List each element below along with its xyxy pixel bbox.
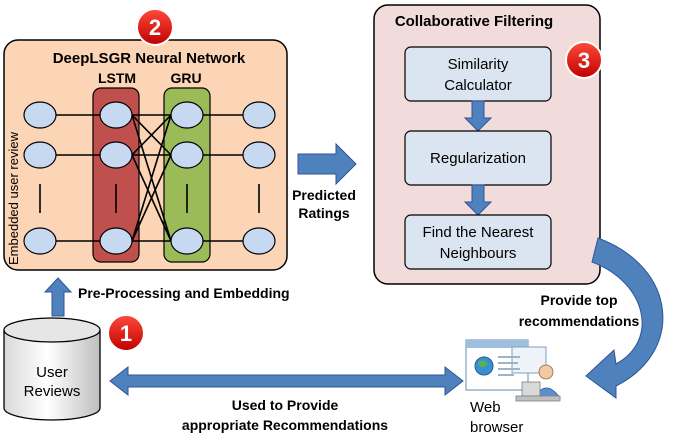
neural-network-panel: DeepLSGR Neural Network LSTM GRU Embedde… [3, 8, 288, 271]
network-connections [39, 114, 260, 242]
nn-title: DeepLSGR Neural Network [53, 50, 246, 67]
lstm-node [99, 141, 133, 169]
svg-text:Reviews: Reviews [24, 383, 81, 400]
badge-3: 3 [565, 41, 603, 79]
badge-2: 2 [136, 8, 174, 46]
output-node [242, 101, 276, 129]
curved-arrow-icon [585, 237, 664, 399]
svg-text:1: 1 [120, 321, 132, 346]
predicted-ratings-label: Ratings [298, 205, 350, 221]
input-node [23, 227, 57, 255]
gru-layer [163, 87, 211, 263]
lstm-node [99, 227, 133, 255]
up-arrow-icon [43, 277, 73, 317]
down-arrow-icon [463, 184, 493, 216]
svg-text:User: User [36, 364, 68, 381]
collaborative-filtering-panel: Collaborative Filtering Similarity Calcu… [373, 4, 603, 285]
preprocessing-label: Pre-Processing and Embedding [78, 285, 290, 301]
svg-text:Neighbours: Neighbours [440, 245, 517, 262]
badge-1: 1 [107, 314, 145, 352]
web-browser-label: browser [470, 419, 523, 436]
lstm-label: LSTM [98, 70, 136, 86]
down-arrow-icon [463, 100, 493, 132]
gru-node [170, 227, 204, 255]
embedded-review-label: Embedded user review [6, 131, 21, 265]
provide-top-label: recommendations [519, 313, 640, 329]
nearest-neighbours-box [404, 214, 552, 270]
web-browser-icon [465, 339, 561, 402]
output-node [242, 227, 276, 255]
svg-text:Find the Nearest: Find the Nearest [423, 224, 535, 241]
web-browser-label: Web [470, 399, 501, 416]
network-nodes [23, 101, 276, 255]
svg-text:2: 2 [149, 15, 161, 40]
svg-text:Similarity: Similarity [448, 56, 509, 73]
used-to-provide-label: Used to Provide [232, 397, 339, 413]
input-node [23, 101, 57, 129]
used-to-provide-label: appropriate Recommendations [182, 417, 388, 433]
right-arrow-icon [297, 142, 357, 186]
gru-label: GRU [170, 70, 201, 86]
gru-node [170, 141, 204, 169]
cf-title: Collaborative Filtering [395, 13, 553, 30]
double-arrow-icon [109, 365, 464, 397]
svg-text:3: 3 [578, 48, 590, 73]
user-reviews-database-icon: User Reviews [3, 317, 101, 421]
output-node [242, 141, 276, 169]
svg-text:Regularization: Regularization [430, 150, 526, 167]
input-node [23, 141, 57, 169]
user-icon [538, 364, 554, 380]
predicted-ratings-label: Predicted [292, 187, 356, 203]
lstm-layer [92, 87, 140, 263]
lstm-node [99, 101, 133, 129]
gru-node [170, 101, 204, 129]
provide-top-label: Provide top [540, 292, 617, 308]
svg-text:Calculator: Calculator [444, 77, 512, 94]
